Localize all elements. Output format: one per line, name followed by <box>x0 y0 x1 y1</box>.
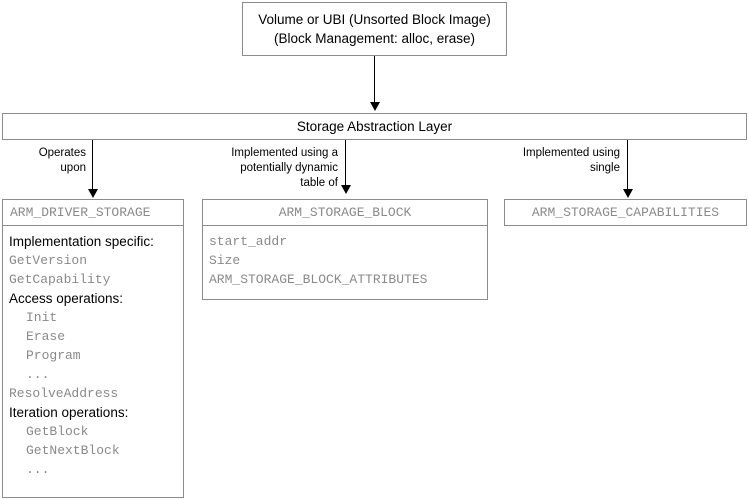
list-item: GetNextBlock <box>26 443 120 458</box>
storage-abstraction-layer-box: Storage Abstraction Layer <box>2 113 747 140</box>
edge-label-implemented-table: Implemented using a potentially dynamic … <box>190 146 338 191</box>
volume-ubi-box: Volume or UBI (Unsorted Block Image) (Bl… <box>242 2 507 56</box>
connector-arrowhead-sal-to-storage-block <box>341 185 351 194</box>
edge-label-operates-upon: Operates upon <box>0 146 86 176</box>
arm-storage-block-header-label: ARM_STORAGE_BLOCK <box>278 205 412 220</box>
list-item: Init <box>26 310 58 325</box>
connector-arrowhead-volume-to-sal <box>370 102 380 111</box>
list-item: ResolveAddress <box>9 386 119 401</box>
connector-line-sal-to-storage-capabilities <box>627 140 628 190</box>
arm-storage-block-header: ARM_STORAGE_BLOCK <box>203 200 487 226</box>
edge-label-implemented-table-line2: potentially dynamic <box>240 162 338 174</box>
arm-storage-block-box: ARM_STORAGE_BLOCK start_addr Size ARM_ST… <box>202 199 488 300</box>
edge-label-implemented-table-line1: Implemented using a <box>231 147 338 159</box>
volume-ubi-line2: (Block Management: alloc, erase) <box>273 31 476 46</box>
arm-driver-storage-body: Implementation specific: GetVersion GetC… <box>3 227 183 497</box>
arm-driver-storage-box: ARM_DRIVER_STORAGE Implementation specif… <box>2 199 184 498</box>
list-item: GetBlock <box>26 424 89 439</box>
arm-driver-storage-header-label: ARM_DRIVER_STORAGE <box>10 205 151 220</box>
list-item: Size <box>209 253 241 268</box>
list-item: Implementation specific: <box>9 234 154 249</box>
list-item: GetVersion <box>9 253 88 268</box>
list-item: ... <box>26 462 50 477</box>
list-item: Erase <box>26 329 66 344</box>
edge-label-implemented-single: Implemented using single <box>470 146 620 176</box>
list-item: GetCapability <box>9 272 111 287</box>
list-item: Access operations: <box>9 291 124 306</box>
edge-label-implemented-single-line1: Implemented using <box>522 147 620 159</box>
connector-line-sal-to-storage-block <box>345 140 346 186</box>
edge-label-operates-upon-line1: Operates <box>38 147 86 159</box>
volume-ubi-line1: Volume or UBI (Unsorted Block Image) <box>258 12 491 27</box>
connector-arrowhead-sal-to-storage-capabilities <box>623 189 633 198</box>
edge-label-implemented-single-line2: single <box>589 162 620 174</box>
arm-driver-storage-header: ARM_DRIVER_STORAGE <box>3 200 183 226</box>
list-item: Iteration operations: <box>9 405 129 420</box>
edge-label-operates-upon-line2: upon <box>60 162 86 174</box>
list-item: ARM_STORAGE_BLOCK_ATTRIBUTES <box>209 272 428 287</box>
arm-storage-block-body: start_addr Size ARM_STORAGE_BLOCK_ATTRIB… <box>203 227 487 299</box>
arm-storage-capabilities-box: ARM_STORAGE_CAPABILITIES <box>504 199 747 226</box>
connector-arrowhead-sal-to-driver-storage <box>88 189 98 198</box>
list-item: Program <box>26 348 81 363</box>
arm-storage-capabilities-header-label: ARM_STORAGE_CAPABILITIES <box>531 205 720 220</box>
connector-line-volume-to-sal <box>374 56 375 103</box>
edge-label-implemented-table-line3: table of <box>300 177 338 189</box>
storage-abstraction-layer-label: Storage Abstraction Layer <box>296 119 453 134</box>
list-item: start_addr <box>209 234 288 249</box>
list-item: ... <box>26 367 50 382</box>
connector-line-sal-to-driver-storage <box>92 140 93 190</box>
